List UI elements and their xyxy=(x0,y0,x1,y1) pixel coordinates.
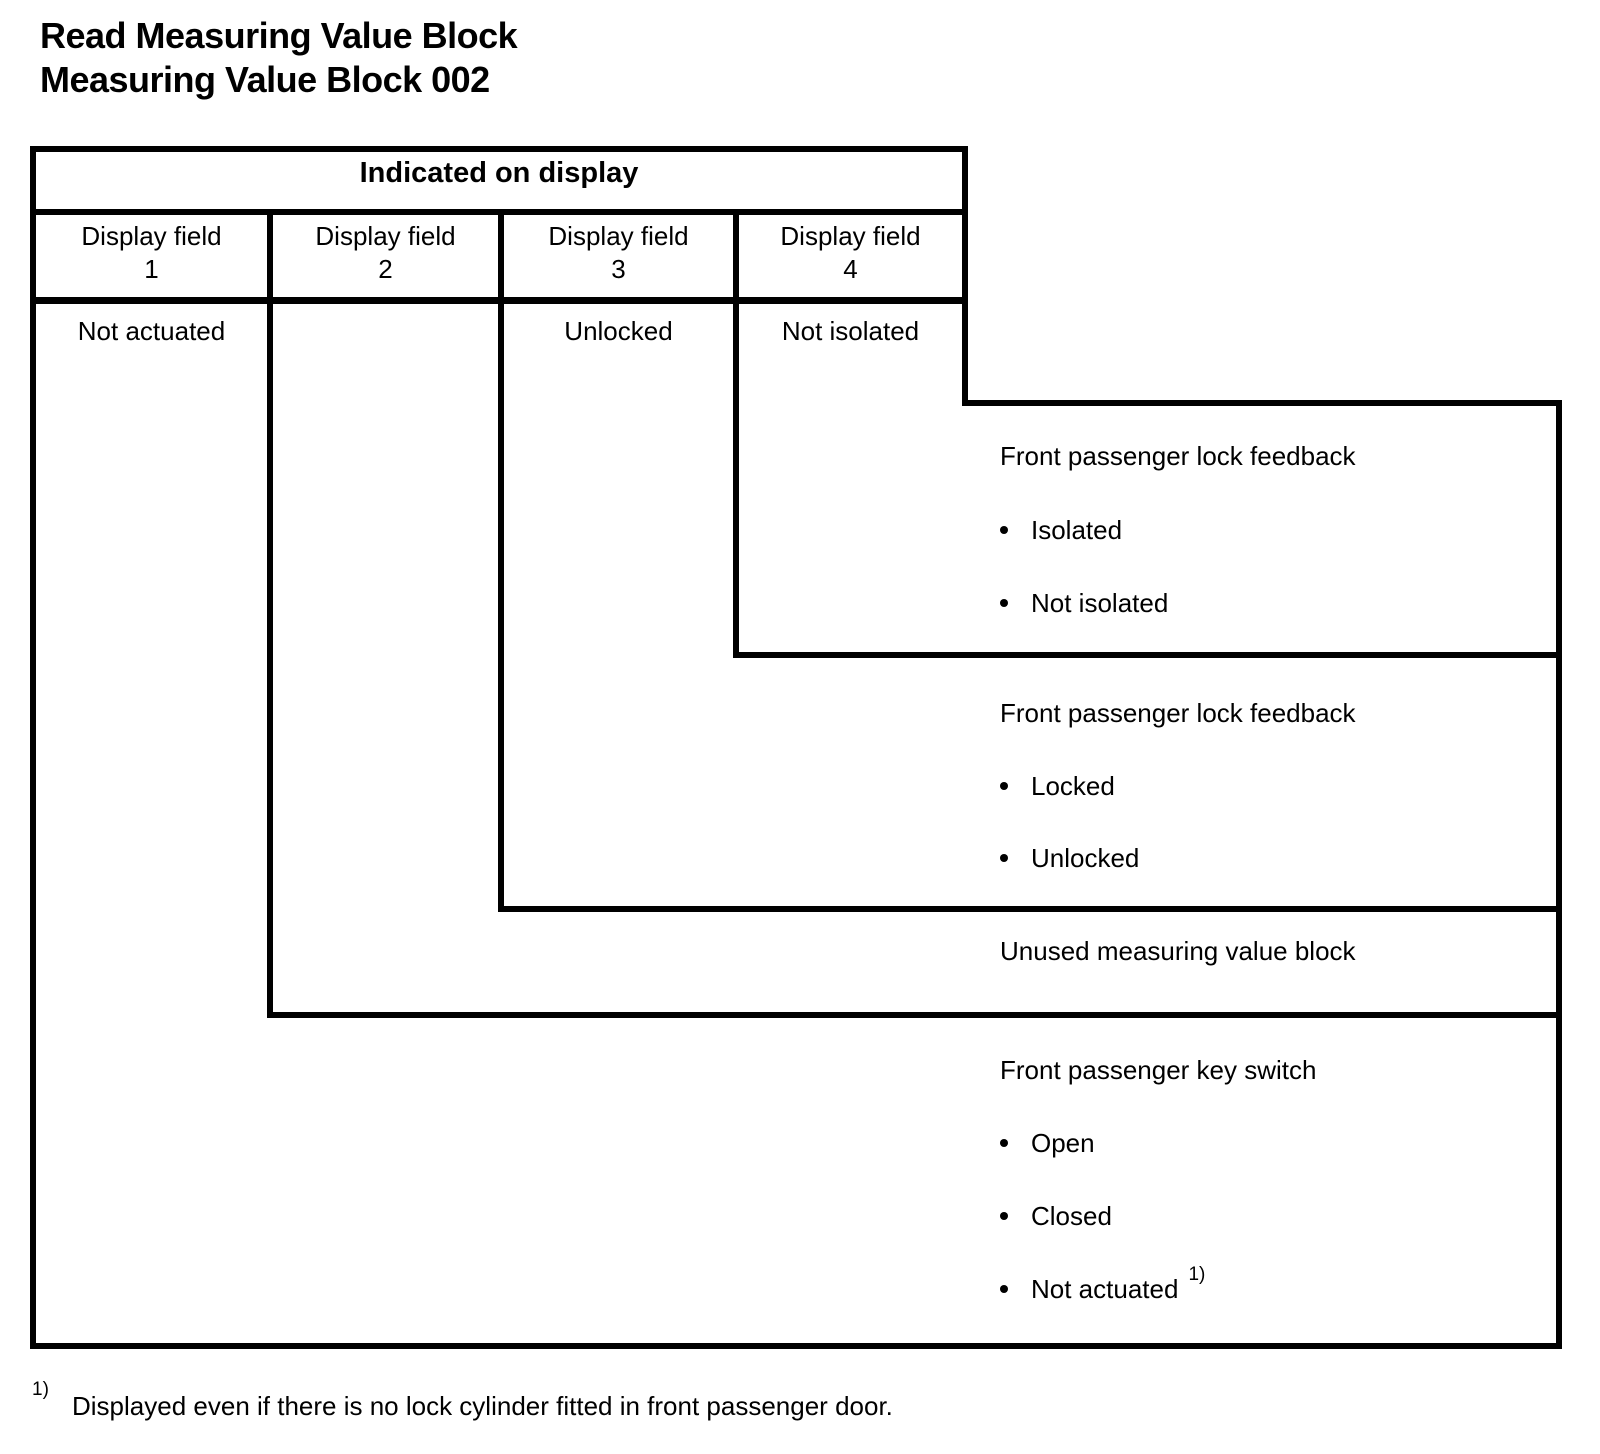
column-header-label: Display field xyxy=(315,221,456,251)
bullet-item: Not actuated 1) xyxy=(1000,1264,1205,1304)
explanation-title-field4: Front passenger lock feedback xyxy=(1000,441,1356,471)
column-header-label: Display field xyxy=(81,221,222,251)
bullet-label: Not isolated xyxy=(1031,588,1169,618)
explanation-title-text: Front passenger lock feedback xyxy=(1000,441,1356,471)
bullet-label: Isolated xyxy=(1031,515,1123,545)
value-cell-3: Unlocked xyxy=(564,316,673,346)
ladder-line-field2 xyxy=(267,209,273,1018)
explanation-title-field3: Front passenger lock feedback xyxy=(1000,698,1356,728)
step-top-field4-box xyxy=(962,400,1562,406)
bullet-icon xyxy=(1000,1139,1008,1147)
explanation-title-text: Unused measuring value block xyxy=(1000,936,1356,966)
bullet-icon xyxy=(1000,1212,1008,1220)
table-header: Indicated on display xyxy=(359,157,639,189)
bullet-icon xyxy=(1000,854,1008,862)
column-header-2: Display field 2 xyxy=(273,220,498,286)
value-cell-1: Not actuated xyxy=(77,316,226,346)
column-header-label: Display field xyxy=(780,221,921,251)
ladder-left-edge-field1 xyxy=(30,146,36,1349)
bullet-icon xyxy=(1000,1285,1008,1293)
bullet-item: Isolated xyxy=(1000,515,1122,545)
column-header-num: 4 xyxy=(843,254,858,284)
footnote-marker: 1) xyxy=(32,1379,49,1400)
bullet-label: Locked xyxy=(1031,771,1115,801)
column-header-num: 1 xyxy=(144,254,159,284)
bullet-item: Not isolated xyxy=(1000,588,1168,618)
explanation-title-field1: Front passenger key switch xyxy=(1000,1055,1316,1085)
column-header-num: 3 xyxy=(611,254,626,284)
step-top-field1-box xyxy=(267,1012,1562,1018)
footnote-text: Displayed even if there is no lock cylin… xyxy=(72,1391,893,1421)
step-top-field2-box xyxy=(498,906,1562,912)
page-subtitle: Measuring Value Block 002 xyxy=(40,59,490,100)
table-right-border xyxy=(962,146,968,406)
ladder-line-field3 xyxy=(498,209,504,912)
bullet-label: Closed xyxy=(1031,1201,1112,1231)
explanation-title-text: Front passenger lock feedback xyxy=(1000,698,1356,728)
column-header-num: 2 xyxy=(378,254,393,284)
explanation-title-text: Front passenger key switch xyxy=(1000,1055,1317,1085)
column-header-label: Display field xyxy=(548,221,689,251)
table-top-border xyxy=(30,146,968,152)
bullet-icon xyxy=(1000,526,1008,534)
value-cell-4: Not isolated xyxy=(781,316,920,346)
bullet-label: Unlocked xyxy=(1031,843,1140,873)
ladder-line-field4 xyxy=(733,209,739,658)
bullet-label: Open xyxy=(1031,1128,1095,1158)
bullet-item: Locked xyxy=(1000,771,1115,801)
bullet-label: Not actuated xyxy=(1031,1274,1179,1304)
column-header-1: Display field 1 xyxy=(36,220,267,286)
column-header-3: Display field 3 xyxy=(504,220,733,286)
column-header-4: Display field 4 xyxy=(739,220,962,286)
bullet-icon xyxy=(1000,599,1008,607)
bullet-item: Open xyxy=(1000,1128,1095,1158)
bullet-item: Closed xyxy=(1000,1201,1112,1231)
page-title: Read Measuring Value Block xyxy=(40,15,518,56)
ladder-bottom-edge xyxy=(30,1343,1562,1349)
explanation-title-field2: Unused measuring value block xyxy=(1000,936,1356,966)
step-top-field3-box xyxy=(733,652,1562,658)
footnote-reference: 1) xyxy=(1188,1264,1206,1285)
bullet-icon xyxy=(1000,782,1008,790)
bullet-item: Unlocked xyxy=(1000,843,1139,873)
ladder-right-edge xyxy=(1556,400,1562,1349)
